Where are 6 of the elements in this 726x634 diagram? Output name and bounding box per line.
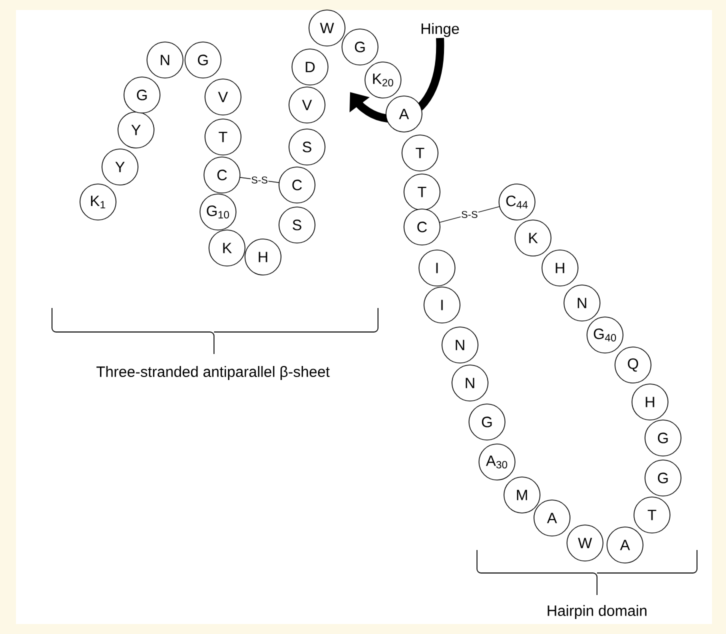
- edge-label: S-S: [462, 210, 478, 218]
- label: Hairpin domain: [548, 605, 646, 619]
- label: Three-stranded antiparallel β-sheet: [96, 366, 330, 380]
- disulfide-bond: [439, 206, 500, 223]
- edge-label: S-S: [252, 176, 268, 184]
- label: Hinge: [422, 23, 459, 37]
